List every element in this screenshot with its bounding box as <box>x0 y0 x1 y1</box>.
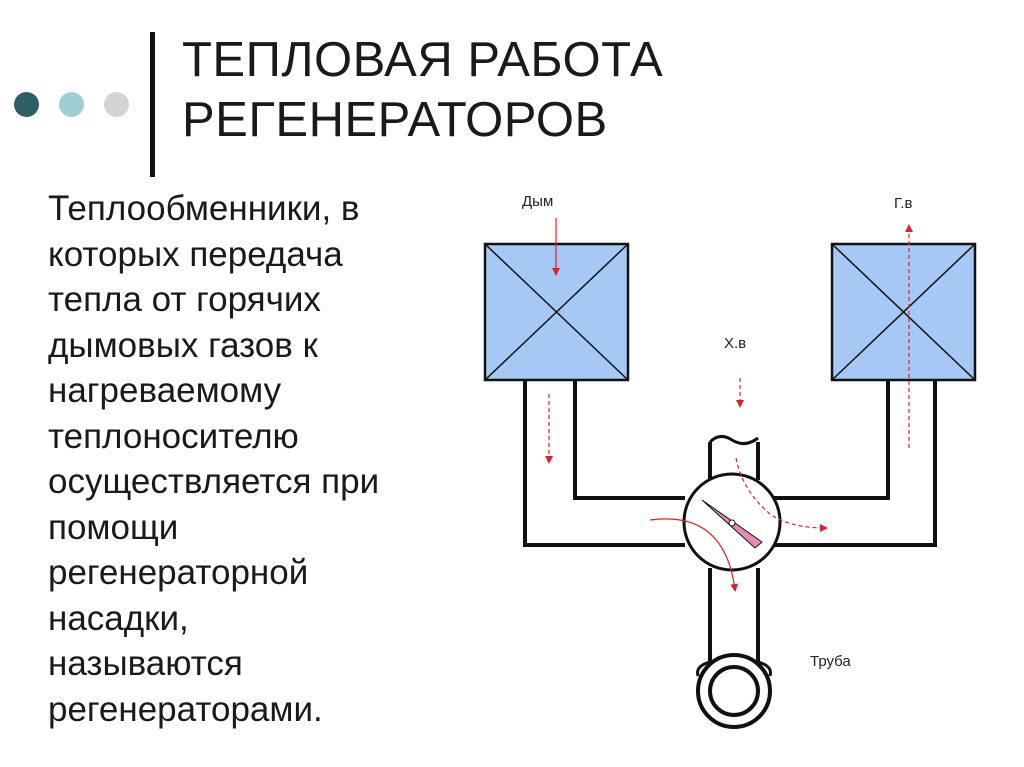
dot-teal <box>59 92 84 117</box>
cold-air-inlet <box>708 435 759 445</box>
label-smoke: Дым <box>522 193 553 210</box>
reversing-valve <box>682 472 782 572</box>
regenerator-diagram: Дым Г.в Х.в Труба <box>483 193 977 729</box>
body-line: нагреваемому <box>48 371 282 410</box>
body-line: насадки, <box>48 598 189 638</box>
dot-gray <box>104 92 129 117</box>
body-line: тепла от горячих <box>48 280 321 319</box>
title-line: ТЕПЛОВАЯ РАБОТА <box>182 33 664 87</box>
body-line: которых передача <box>48 234 343 274</box>
body-line: осуществляется при <box>48 462 380 501</box>
flow-arrows <box>545 218 913 592</box>
body-line: Теплообменники, в <box>48 189 360 228</box>
decorative-dots <box>14 92 134 122</box>
label-hot-air: Г.в <box>894 195 912 212</box>
body-line: регенераторами. <box>48 689 323 729</box>
chimney-base <box>696 653 772 729</box>
body-line: регенераторной <box>48 553 309 592</box>
dot-dark <box>14 92 39 117</box>
slide-title: ТЕПЛОВАЯ РАБОТА РЕГЕНЕРАТОРОВ <box>182 30 1002 150</box>
duct-system <box>523 380 937 662</box>
body-line: помощи <box>48 507 179 547</box>
body-line: называются <box>48 644 243 683</box>
title-divider <box>150 32 155 177</box>
label-pipe: Труба <box>810 653 851 670</box>
body-line: дымовых газов к <box>48 325 318 365</box>
right-regenerator <box>830 242 977 382</box>
slide-body-text: Теплообменники, в которых передача тепла… <box>48 186 468 732</box>
body-line: теплоносителю <box>48 416 299 456</box>
title-line: РЕГЕНЕРАТОРОВ <box>182 93 608 147</box>
label-cold-air: Х.в <box>724 335 746 352</box>
